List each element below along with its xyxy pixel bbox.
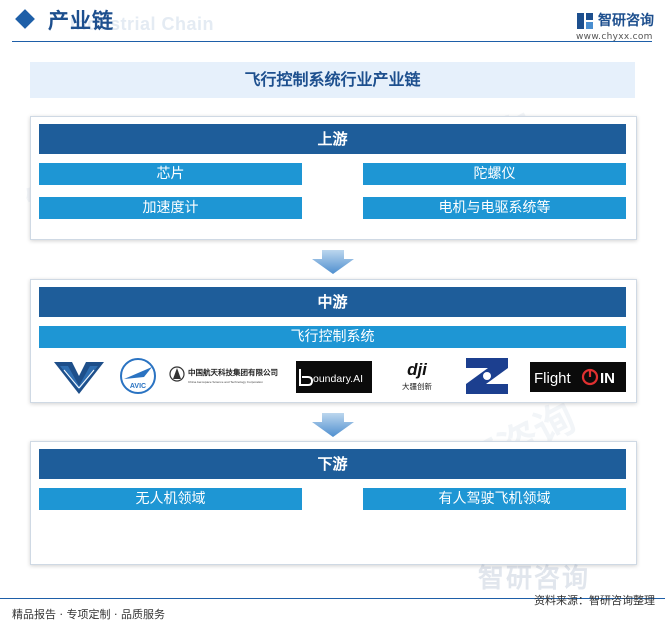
midstream-panel: 中游 飞行控制系统 AVIC 中国航天科技集团有限公司 China Aerosp… — [30, 279, 637, 403]
arrow-down-icon — [312, 413, 354, 437]
downstream-label: 下游 — [39, 449, 626, 479]
flightin-text: Flight — [534, 370, 572, 387]
page-title: 产业链 — [48, 9, 114, 33]
dji-sub: 大疆创新 — [402, 381, 432, 391]
midstream-item: 飞行控制系统 — [39, 326, 626, 348]
downstream-item: 有人驾驶飞机领域 — [363, 488, 626, 510]
upstream-label: 上游 — [39, 124, 626, 154]
boundary-ai-logo-icon: oundary.AI — [296, 361, 372, 393]
company-logo-avic: AVIC — [117, 356, 159, 396]
avic-logo-icon: AVIC — [120, 358, 156, 394]
casic-logo-icon: 中国航天科技集团有限公司 China Aerospace Science and… — [169, 366, 278, 384]
dji-logo-icon: dji 大疆创新 — [402, 360, 432, 391]
footer-divider — [0, 598, 665, 599]
arrow-down-icon — [312, 250, 354, 274]
z-shape-logo-icon — [466, 358, 508, 394]
upstream-panel: 上游 芯片 陀螺仪 加速度计 电机与电驱系统等 — [30, 116, 637, 240]
avic-text: AVIC — [130, 383, 146, 390]
company-logo-dji: dji 大疆创新 — [387, 356, 447, 396]
flightin-suffix: IN — [600, 370, 615, 387]
company-logo-chevron — [53, 356, 105, 396]
diagram-title: 飞行控制系统行业产业链 — [30, 62, 635, 98]
casic-name: 中国航天科技集团有限公司 — [188, 367, 278, 377]
midstream-label: 中游 — [39, 287, 626, 317]
downstream-item: 无人机领域 — [39, 488, 302, 510]
company-logo-zshape — [461, 356, 513, 396]
footer-source: 资料来源：智研咨询整理 — [534, 594, 655, 607]
dji-text: dji — [407, 360, 428, 379]
casic-sub: China Aerospace Science and Technology C… — [188, 380, 263, 384]
company-logo-casic: 中国航天科技集团有限公司 China Aerospace Science and… — [167, 356, 285, 396]
upstream-item: 陀螺仪 — [363, 163, 626, 185]
header-divider — [12, 41, 652, 42]
upstream-item: 电机与电驱系统等 — [363, 197, 626, 219]
downstream-panel: 下游 无人机领域 有人驾驶飞机领域 — [30, 441, 637, 565]
brand-logo: 智研咨询 www.chyxx.com — [576, 10, 660, 42]
brand-url: www.chyxx.com — [576, 32, 653, 42]
header-watermark: Industrial Chain — [70, 14, 215, 34]
diamond-icon — [15, 9, 35, 29]
brand-name: 智研咨询 — [598, 13, 654, 29]
chevron-wing-logo-icon — [54, 362, 104, 394]
flightin-logo-icon: Flight IN — [530, 362, 626, 392]
boundary-text: oundary.AI — [313, 373, 363, 385]
footer-watermark: 智研咨询 — [478, 564, 591, 594]
company-logo-boundary: oundary.AI — [295, 357, 373, 397]
company-logo-flightin: Flight IN — [529, 357, 627, 397]
upstream-item: 芯片 — [39, 163, 302, 185]
footer-slogan: 精品报告 · 专项定制 · 品质服务 — [12, 608, 165, 621]
upstream-item: 加速度计 — [39, 197, 302, 219]
page-header: Industrial Chain 产业链 智研咨询 www.chyxx.com — [0, 0, 665, 44]
brand-logo-icon — [577, 13, 593, 29]
